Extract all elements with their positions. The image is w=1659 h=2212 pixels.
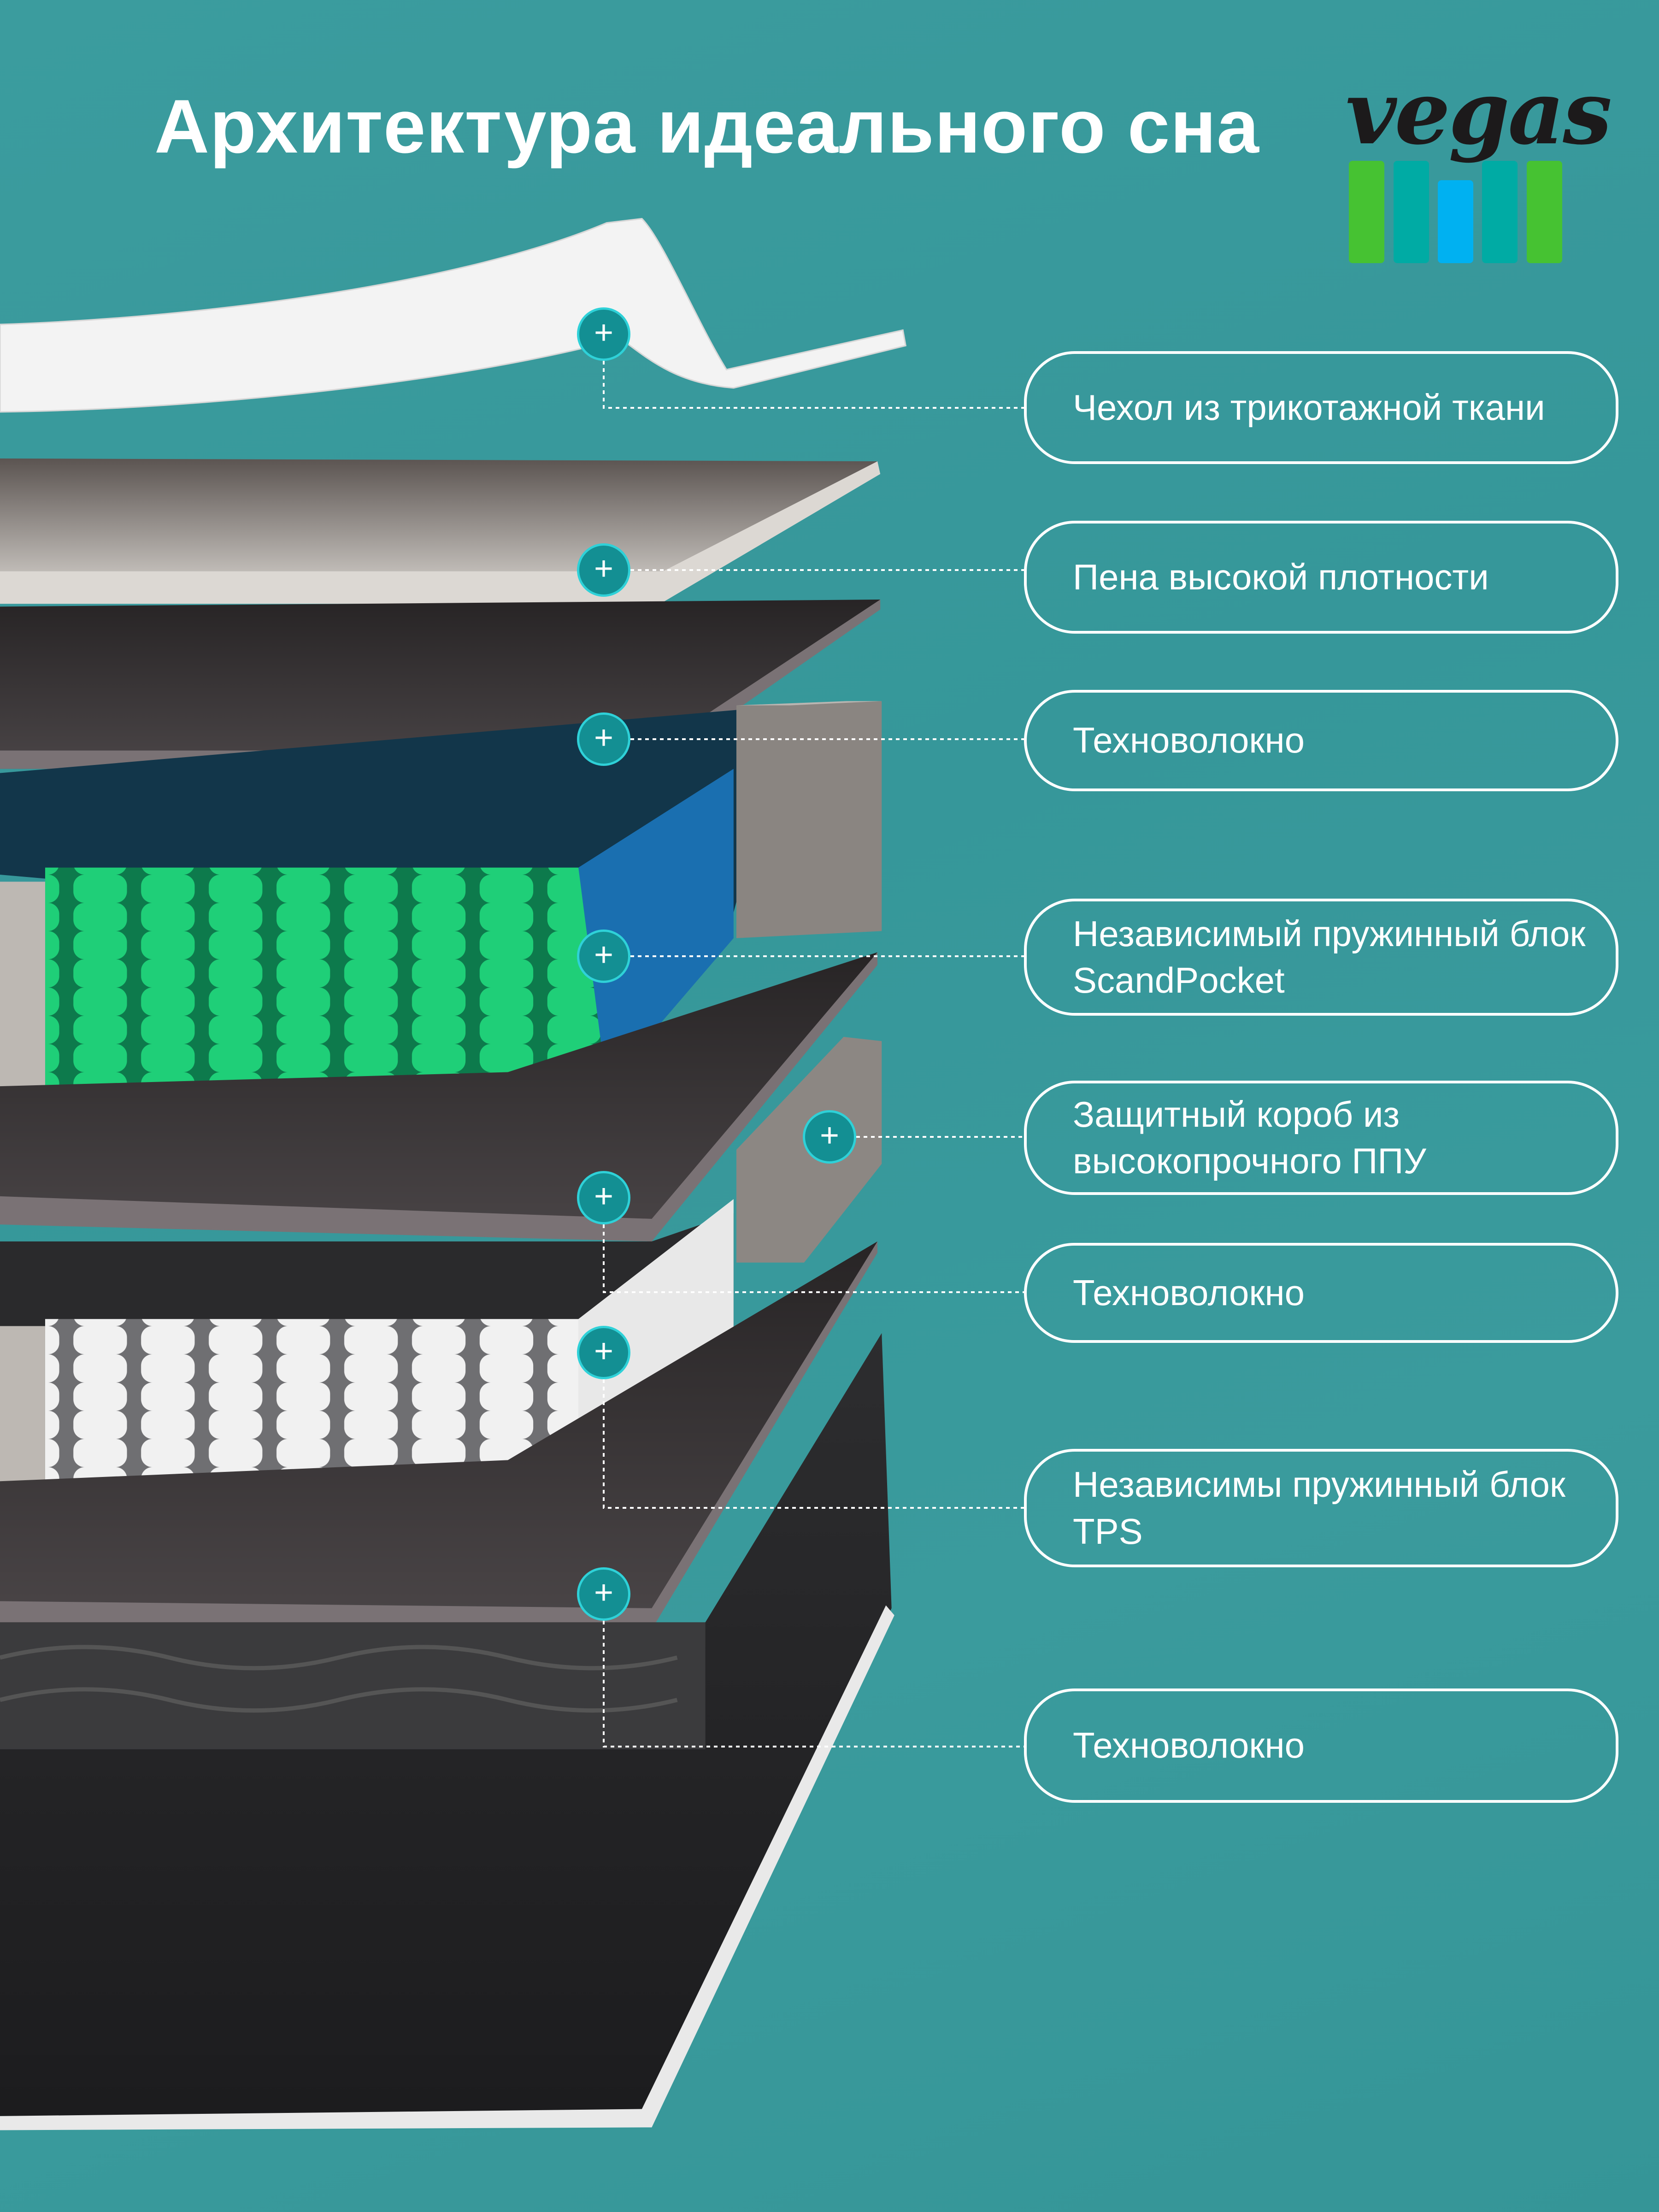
logo-bar — [1438, 180, 1473, 263]
layer-marker-cover[interactable]: + — [577, 307, 630, 361]
scandpocket-spring-block — [45, 867, 610, 1087]
connector-line — [603, 1379, 1024, 1509]
foam-layer — [0, 458, 878, 593]
layer-marker-fiber-1[interactable]: + — [577, 712, 630, 766]
tps-spring-block — [45, 1319, 582, 1482]
vegas-logo: vegas — [1336, 69, 1612, 272]
fiber-layer-3 — [0, 1241, 878, 1623]
logo-wordmark: vegas — [1346, 61, 1612, 164]
logo-bars — [1349, 161, 1565, 263]
connector-line — [603, 1224, 1024, 1293]
layer-label-fiber-1: Техноволокно — [1024, 690, 1618, 791]
connector-line — [603, 1621, 1024, 1747]
layer-label-protective-box: Защитный короб из высокопрочного ППУ — [1024, 1081, 1618, 1195]
layer-label-foam: Пена высокой плотности — [1024, 521, 1618, 634]
cover-layer — [0, 218, 907, 413]
layer-label-scandpocket: Независимый пружинный блок ScandPocket — [1024, 899, 1618, 1016]
layer-marker-protective-box[interactable]: + — [803, 1110, 856, 1164]
logo-bar — [1394, 161, 1429, 263]
layer-marker-foam[interactable]: + — [577, 543, 630, 597]
layer-label-fiber-3: Техноволокно — [1024, 1688, 1618, 1803]
layer-label-tps: Независимы пружинный блок TPS — [1024, 1449, 1618, 1567]
layer-marker-fiber-2[interactable]: + — [577, 1171, 630, 1224]
layer-label-cover: Чехол из трикотажной ткани — [1024, 351, 1618, 464]
logo-bar — [1527, 161, 1562, 263]
layer-marker-fiber-3[interactable]: + — [577, 1567, 630, 1621]
connector-line — [603, 361, 1024, 409]
layer-label-fiber-2: Техноволокно — [1024, 1243, 1618, 1343]
layer-marker-tps[interactable]: + — [577, 1326, 630, 1379]
logo-bar — [1482, 161, 1518, 263]
logo-bar — [1349, 161, 1384, 263]
fiber-layer-2 — [0, 952, 878, 1241]
page-title: Архитектура идеального сна — [154, 84, 1259, 169]
layer-marker-scandpocket[interactable]: + — [577, 930, 630, 983]
protective-box-upper — [736, 701, 882, 938]
